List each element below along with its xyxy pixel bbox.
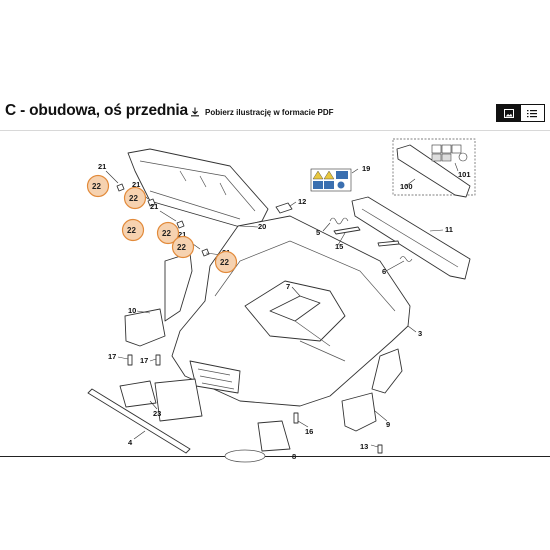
callout-22-highlighted[interactable]: 22	[171, 235, 195, 259]
page-title: C - obudowa, oś przednia	[5, 102, 188, 119]
callout-10[interactable]: 10	[128, 306, 136, 315]
callout-7[interactable]: 7	[286, 282, 290, 291]
svg-text:22: 22	[92, 182, 101, 191]
part-19-label	[310, 168, 352, 192]
download-pdf-label: Pobierz ilustrację w formacie PDF	[205, 107, 334, 117]
highlighted-callouts: 22 22 22 22 22 22	[86, 174, 238, 274]
callout-11[interactable]: 11	[445, 225, 453, 234]
callout-21[interactable]: 21	[178, 230, 186, 239]
callout-9[interactable]: 9	[386, 420, 390, 429]
list-icon	[527, 109, 538, 117]
svg-text:22: 22	[220, 258, 229, 267]
callout-20[interactable]: 20	[258, 222, 266, 231]
part-12-clip	[275, 202, 293, 214]
callout-17[interactable]: 17	[140, 356, 148, 365]
part-3-housing	[171, 215, 411, 407]
callout-12[interactable]: 12	[298, 197, 306, 206]
callout-21[interactable]: 21	[98, 162, 106, 171]
leader-lines	[105, 162, 459, 448]
callout-22-highlighted[interactable]: 22	[156, 221, 180, 245]
part-8-bracket	[257, 420, 291, 452]
callout-6[interactable]: 6	[382, 267, 386, 276]
svg-text:22: 22	[129, 194, 138, 203]
parts-diagram: 21 21 21 21 21 20 19 12 5 15 6 100 101 1…	[0, 130, 550, 463]
download-icon	[191, 107, 199, 117]
callout-19[interactable]: 19	[362, 164, 370, 173]
callout-8[interactable]: 8	[292, 452, 296, 461]
svg-text:22: 22	[177, 243, 186, 252]
list-view-button[interactable]	[521, 105, 545, 121]
part-axle-end	[224, 449, 266, 463]
svg-text:22: 22	[127, 226, 136, 235]
part-5-spring	[329, 217, 349, 225]
callout-22-highlighted[interactable]: 22	[123, 186, 147, 210]
callout-17[interactable]: 17	[108, 352, 116, 361]
exploded-view-drawing: 21 21 21 21 21 20 19 12 5 15 6 100 101 1…	[86, 138, 476, 463]
callout-13[interactable]: 13	[360, 442, 368, 451]
image-view-button[interactable]	[497, 105, 521, 121]
image-icon	[503, 108, 514, 118]
callout-22-highlighted[interactable]: 22	[121, 218, 145, 242]
part-23-flap	[119, 380, 157, 408]
callout-numbers: 21 21 21 21 21 20 19 12 5 15 6 100 101 1…	[98, 162, 471, 461]
header: C - obudowa, oś przednia Pobierz ilustra…	[0, 100, 550, 126]
part-cover-plate	[154, 378, 203, 422]
screws	[116, 183, 383, 454]
callout-23[interactable]: 23	[153, 409, 161, 418]
inset-box	[392, 138, 476, 198]
part-11-bar	[351, 196, 471, 280]
callout-22-highlighted[interactable]: 22	[214, 250, 238, 274]
callout-21[interactable]: 21	[150, 202, 158, 211]
part-4-rod	[87, 388, 191, 454]
part-6-spring	[399, 256, 413, 262]
callout-101[interactable]: 101	[458, 170, 471, 179]
part-15-pins	[333, 226, 400, 247]
download-pdf-link[interactable]: Pobierz ilustrację w formacie PDF	[190, 107, 333, 117]
view-toggle	[496, 104, 545, 122]
callout-4[interactable]: 4	[128, 438, 133, 447]
callout-100[interactable]: 100	[400, 182, 413, 191]
callout-16[interactable]: 16	[305, 427, 313, 436]
callout-22-highlighted[interactable]: 22	[86, 174, 110, 198]
callout-5[interactable]: 5	[316, 228, 320, 237]
svg-text:22: 22	[162, 229, 171, 238]
callout-15[interactable]: 15	[335, 242, 343, 251]
callout-3[interactable]: 3	[418, 329, 422, 338]
callout-21[interactable]: 21	[132, 180, 140, 189]
part-20-cover	[127, 148, 269, 228]
part-9-bracket	[341, 348, 403, 432]
